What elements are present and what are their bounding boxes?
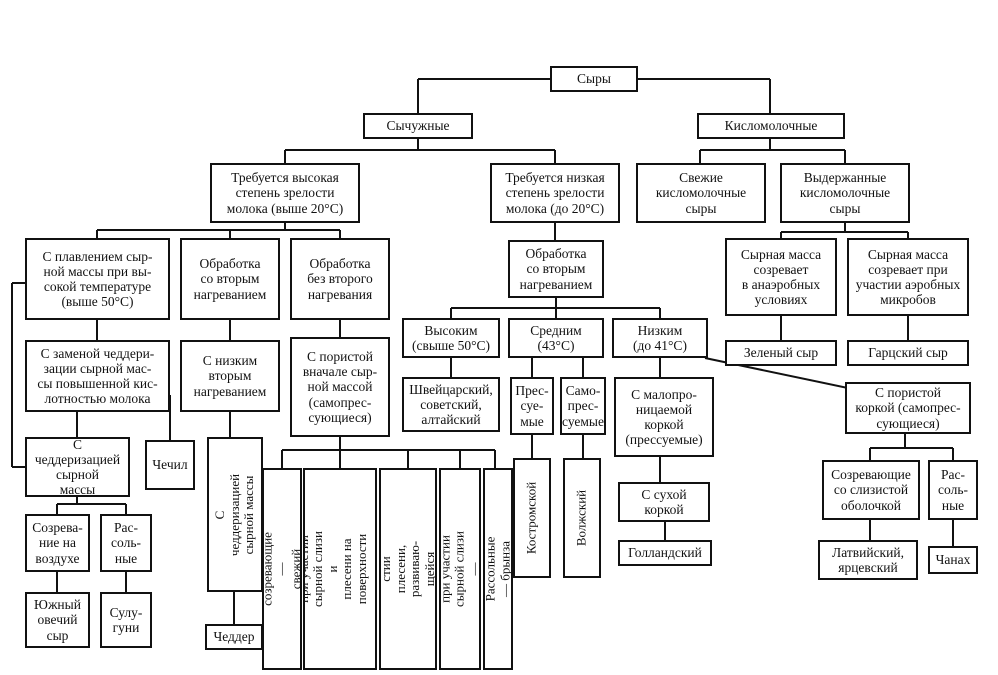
node-second-heat-b: Обработка со вторым нагреванием bbox=[508, 240, 604, 298]
node-latvian: Латвийский, ярцевский bbox=[818, 540, 918, 580]
node-swiss: Швейцарский, советский, алтайский bbox=[402, 377, 500, 432]
node-aerobic: Сырная масса созревает при участии аэроб… bbox=[847, 238, 969, 316]
node-kostroma: Костромской bbox=[513, 458, 551, 578]
node-volzhsky-text: Волжский bbox=[573, 489, 589, 547]
node-dry-crust: С сухой коркой bbox=[618, 482, 710, 522]
node-brine-brynza-text: Рассольные — брынза bbox=[483, 536, 512, 602]
node-slime-mold-text: Созревающие при участии сырной слизи и п… bbox=[303, 531, 375, 607]
node-cheddar-replace: С заменой чеддери- зации сырной мас- сы … bbox=[25, 340, 170, 412]
node-volzhsky: Волжский bbox=[563, 458, 601, 578]
node-low-temp: Низким (до 41°С) bbox=[612, 318, 708, 358]
node-porous-crust: С пористой коркой (самопрес- сующиеся) bbox=[845, 382, 971, 434]
node-air-ripening: Созрева- ние на воздухе bbox=[25, 514, 90, 572]
node-high-maturity: Требуется высокая степень зрелости молок… bbox=[210, 163, 360, 223]
node-slime-crust: Созревающие со слизистой оболочкой bbox=[822, 460, 920, 520]
node-aged-acid: Выдержанные кисломолочные сыры bbox=[780, 163, 910, 223]
node-second-heat-a: Обработка со вторым нагреванием bbox=[180, 238, 280, 320]
node-porous: С пористой вначале сыр- ной массой (само… bbox=[290, 337, 390, 437]
node-slime-medynsky: Созревающие при участии сырной слизи — м… bbox=[439, 468, 481, 670]
node-high-temp: Высоким (свыше 50°С) bbox=[402, 318, 500, 358]
node-gollandsky: Голландский bbox=[618, 540, 712, 566]
node-fresh-acid: Свежие кисломолочные сыры bbox=[636, 163, 766, 223]
node-melting: С плавлением сыр- ной массы при вы- соко… bbox=[25, 238, 170, 320]
node-mold-inside: Созревающие при уча- стии плесени, разви… bbox=[379, 468, 437, 670]
node-brine-brynza: Рассольные — брынза bbox=[483, 468, 513, 670]
node-green-cheese: Зеленый сыр bbox=[725, 340, 837, 366]
node-anaerobic: Сырная масса созревает в анаэробных усло… bbox=[725, 238, 837, 316]
node-cheddarized-mass: С чеддеризацией сырной массы bbox=[207, 437, 263, 592]
node-south-sheep: Южный овечий сыр bbox=[25, 592, 90, 648]
node-mold-inside-text: Созревающие при уча- стии плесени, разви… bbox=[379, 540, 437, 598]
node-not-ripening-text: Почти не созревающие — свежий закусочный bbox=[262, 532, 302, 606]
node-kostroma-text: Костромской bbox=[523, 481, 539, 555]
node-chanakh: Чанах bbox=[928, 546, 978, 574]
node-cheddarized-mass-text: С чеддеризацией сырной массы bbox=[212, 473, 257, 556]
node-low-maturity: Требуется низкая степень зрелости молока… bbox=[490, 163, 620, 223]
node-low-second-heat: С низким вторым нагреванием bbox=[180, 340, 280, 412]
node-brine-a: Рас- соль- ные bbox=[100, 514, 152, 572]
node-no-second-heat: Обработка без второго нагревания bbox=[290, 238, 390, 320]
node-harz-cheese: Гарцский сыр bbox=[847, 340, 969, 366]
node-suluguni: Сулу- гуни bbox=[100, 592, 152, 648]
node-cheddar: Чеддер bbox=[205, 624, 263, 650]
node-slime-mold: Созревающие при участии сырной слизи и п… bbox=[303, 468, 377, 670]
node-root: Сыры bbox=[550, 66, 638, 92]
node-cheddarization: С чеддеризацией сырной массы bbox=[25, 437, 130, 497]
node-medium-temp: Средним (43°С) bbox=[508, 318, 604, 358]
node-not-ripening: Почти не созревающие — свежий закусочный bbox=[262, 468, 302, 670]
node-pressed: Прес- суе- мые bbox=[510, 377, 554, 435]
node-acid: Кисломолочные bbox=[697, 113, 845, 139]
node-low-porous: С малопро- ницаемой коркой (прессуемые) bbox=[614, 377, 714, 457]
node-chechil: Чечил bbox=[145, 440, 195, 490]
node-brine-b: Рас- соль- ные bbox=[928, 460, 978, 520]
node-slime-medynsky-text: Созревающие при участии сырной слизи — м… bbox=[439, 531, 481, 607]
node-rennet: Сычужные bbox=[363, 113, 473, 139]
node-self-pressed: Само- прес- суемые bbox=[560, 377, 606, 435]
